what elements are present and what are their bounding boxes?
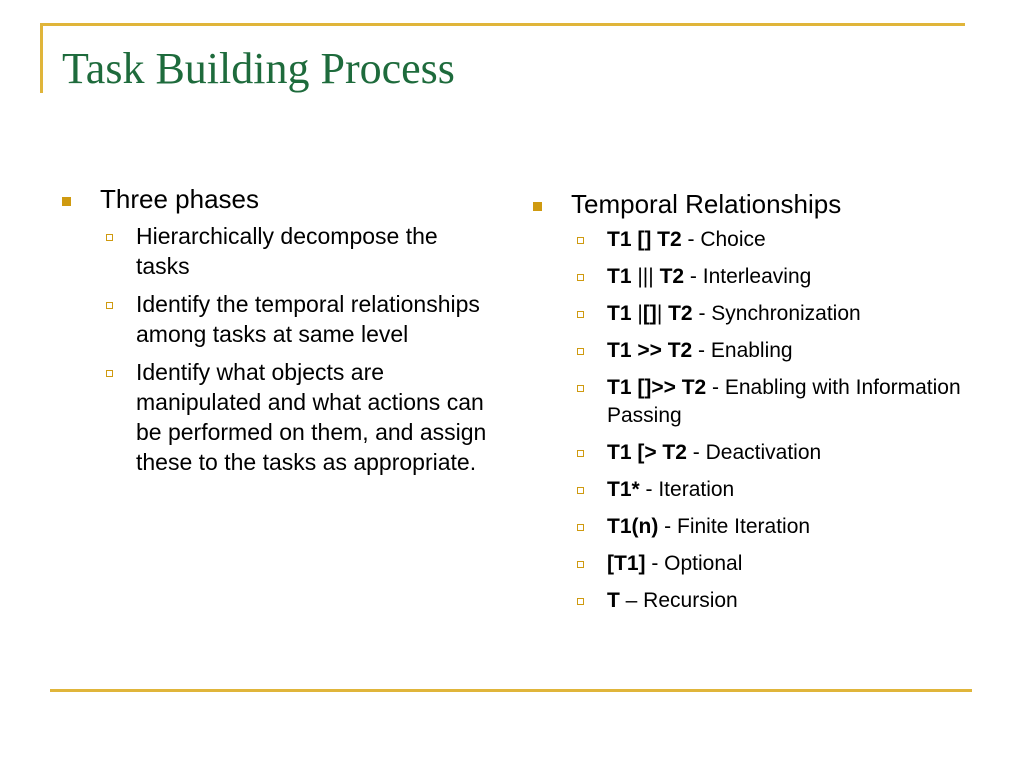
sub-bullet: Hierarchically decompose the tasks: [62, 221, 492, 281]
description: - Deactivation: [686, 441, 822, 464]
sub-bullet-text: Identify the temporal relationships amon…: [136, 291, 480, 347]
hollow-square-bullet-icon: [577, 348, 584, 355]
sub-bullet: Identify what objects are manipulated an…: [62, 357, 492, 477]
relationship-optional: [T1] - Optional: [533, 550, 973, 578]
hollow-square-bullet-icon: [577, 274, 584, 281]
operator-symbol: |||: [631, 265, 660, 288]
relationship-choice: T1 [] T2 - Choice: [533, 226, 973, 254]
operator: T2: [659, 265, 685, 288]
square-bullet-icon: [533, 202, 542, 211]
slide-title: Task Building Process: [62, 44, 455, 93]
description: - Finite Iteration: [658, 515, 811, 538]
hollow-square-bullet-icon: [577, 487, 584, 494]
hollow-square-bullet-icon: [577, 237, 584, 244]
sub-bullet-text: Hierarchically decompose the tasks: [136, 223, 438, 279]
operator: T1 [> T2: [607, 441, 687, 464]
description: - Enabling: [692, 339, 793, 362]
phases-list: Hierarchically decompose the tasks Ident…: [62, 221, 492, 477]
operator-symbol: |: [631, 302, 643, 325]
top-rule: [40, 23, 965, 26]
relationship-interleaving: T1 ||| T2 - Interleaving: [533, 263, 973, 291]
bullet-text: Temporal Relationships: [571, 189, 842, 219]
relationship-deactivation: T1 [> T2 - Deactivation: [533, 439, 973, 467]
operator: T: [607, 589, 620, 612]
hollow-square-bullet-icon: [577, 450, 584, 457]
sub-bullet-text: Identify what objects are manipulated an…: [136, 359, 487, 475]
operator: T1(n): [607, 515, 659, 538]
description: - Interleaving: [684, 265, 812, 288]
square-bullet-icon: [62, 197, 71, 206]
description: - Optional: [645, 552, 743, 575]
description: - Iteration: [639, 478, 735, 501]
bullet-temporal-relationships: Temporal Relationships: [533, 188, 973, 220]
description: - Synchronization: [692, 302, 861, 325]
hollow-square-bullet-icon: [577, 598, 584, 605]
operator: T1*: [607, 478, 640, 501]
bullet-text: Three phases: [100, 184, 259, 214]
description: - Choice: [681, 228, 766, 251]
hollow-square-bullet-icon: [106, 370, 113, 377]
relationship-enabling: T1 >> T2 - Enabling: [533, 337, 973, 365]
operator: T1: [607, 302, 632, 325]
relationship-enabling-info-passing: T1 []>> T2 - Enabling with Information P…: [533, 374, 973, 430]
operator: T1 []>> T2: [607, 376, 707, 399]
hollow-square-bullet-icon: [577, 561, 584, 568]
operator: T1: [607, 265, 632, 288]
relationship-finite-iteration: T1(n) - Finite Iteration: [533, 513, 973, 541]
bottom-rule: [50, 689, 972, 692]
hollow-square-bullet-icon: [106, 302, 113, 309]
relationship-recursion: T – Recursion: [533, 587, 973, 615]
operator: T1 [] T2: [607, 228, 682, 251]
relationship-synchronization: T1 |[]| T2 - Synchronization: [533, 300, 973, 328]
bullet-three-phases: Three phases: [62, 183, 492, 215]
left-column: Three phases Hierarchically decompose th…: [62, 183, 492, 485]
relationships-list: T1 [] T2 - Choice T1 ||| T2 - Interleavi…: [533, 226, 973, 615]
sub-bullet: Identify the temporal relationships amon…: [62, 289, 492, 349]
relationship-iteration: T1* - Iteration: [533, 476, 973, 504]
operator: []: [642, 302, 657, 325]
operator-symbol: |: [656, 302, 669, 325]
left-rule: [40, 23, 43, 93]
operator: T1 >> T2: [607, 339, 693, 362]
description: – Recursion: [619, 589, 738, 612]
hollow-square-bullet-icon: [577, 524, 584, 531]
hollow-square-bullet-icon: [577, 385, 584, 392]
right-column: Temporal Relationships T1 [] T2 - Choice…: [533, 188, 973, 624]
hollow-square-bullet-icon: [106, 234, 113, 241]
operator: T2: [668, 302, 693, 325]
description: - Enabling with Information Passing: [607, 376, 961, 427]
hollow-square-bullet-icon: [577, 311, 584, 318]
operator: [T1]: [607, 552, 646, 575]
